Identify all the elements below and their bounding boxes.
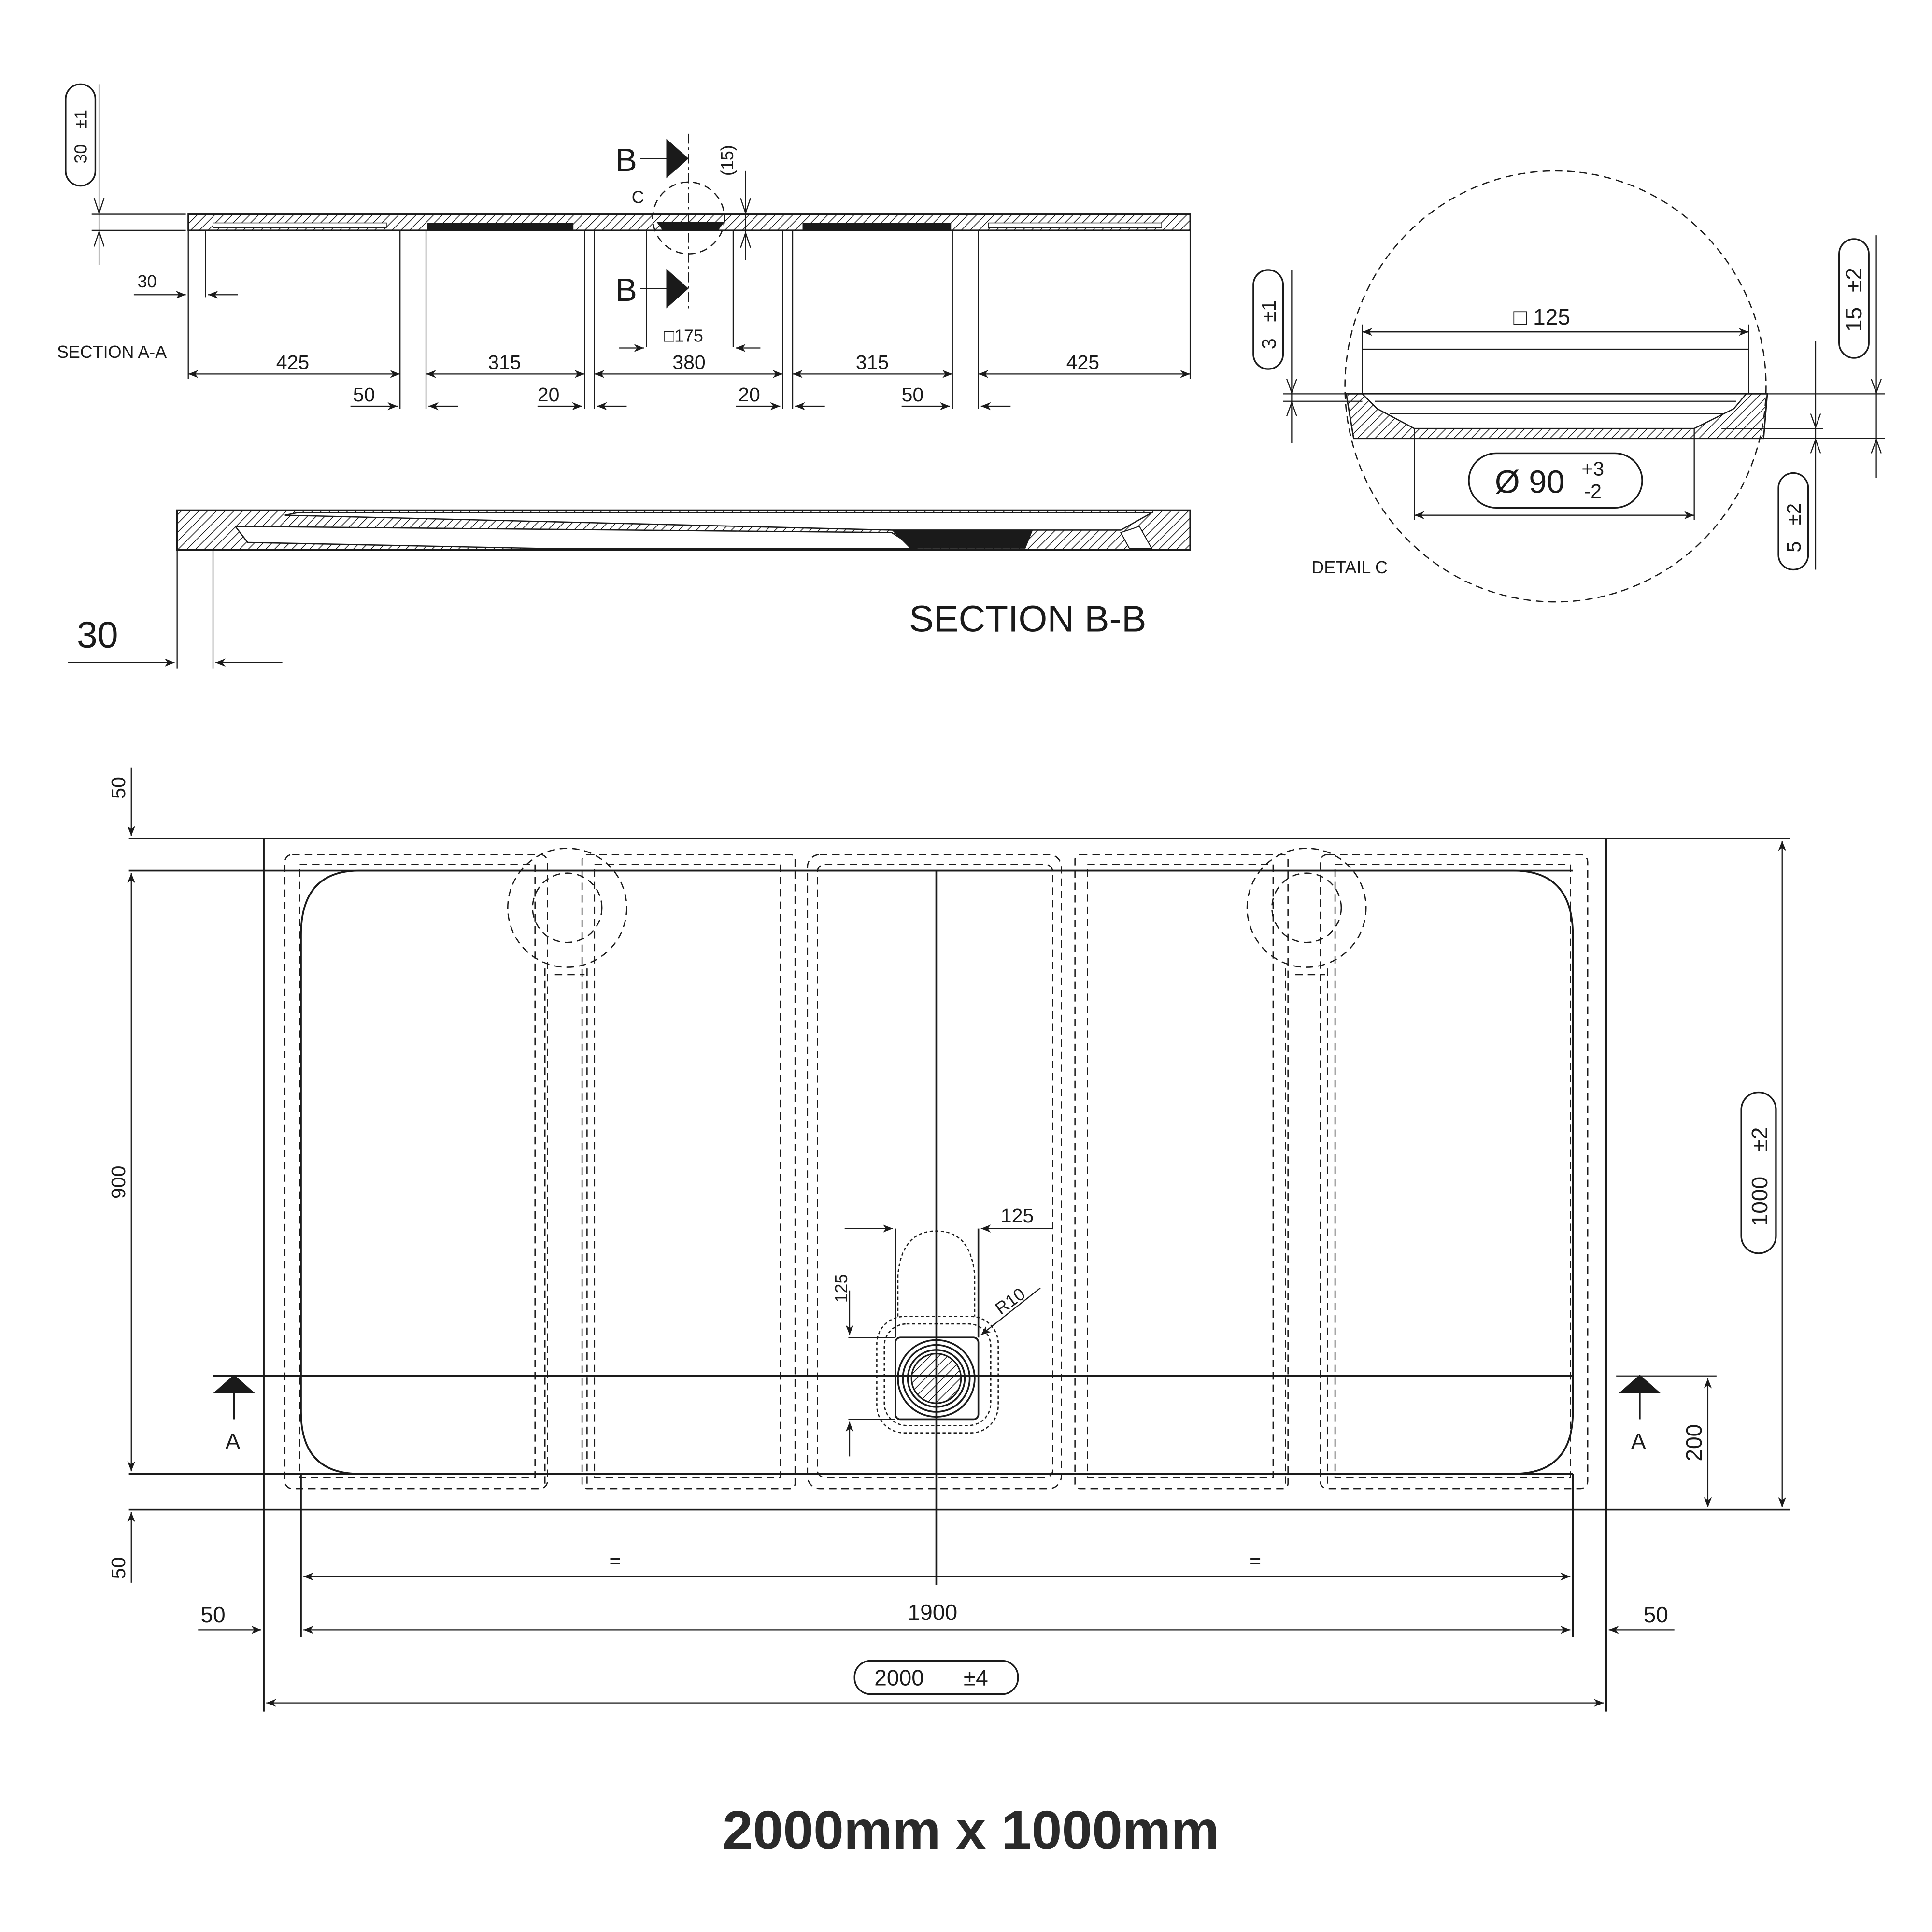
bottom-margin-label: 50: [107, 1557, 129, 1579]
drain-height-label: 125: [832, 1274, 851, 1303]
total-width-tol: ±4: [964, 1665, 988, 1690]
detail-c: □ 125 Ø 90 +3 -2 3 ±1 15 ±2: [1252, 170, 1885, 603]
svg-text:3: 3: [1258, 338, 1280, 349]
detail-c-left-pill: 3 ±1: [1252, 269, 1284, 370]
svg-text:±2: ±2: [1841, 268, 1866, 292]
thickness-value: 30: [71, 144, 90, 164]
dim-315-left: 315: [488, 351, 521, 373]
svg-text:5: 5: [1783, 541, 1805, 553]
tray-outline: [300, 869, 1574, 1475]
left-margin-label: 50: [200, 1602, 225, 1627]
dim-50-right: 50: [902, 384, 924, 406]
svg-text:A: A: [1631, 1429, 1646, 1454]
drawing-title: 2000mm x 1000mm: [723, 1800, 1220, 1861]
edge-offset-label: 30: [138, 272, 157, 291]
section-bb: 30 SECTION B-B: [68, 509, 1191, 669]
dim-380: 380: [672, 351, 705, 373]
dim-315-right: 315: [856, 351, 889, 373]
svg-text:B: B: [615, 272, 637, 308]
support-leg-left: [507, 848, 627, 1486]
diameter-pill: Ø 90 +3 -2: [1468, 452, 1643, 509]
section-a-marker-right: A: [1619, 1375, 1661, 1454]
svg-text:B: B: [615, 142, 637, 178]
drain-radius-label: R10: [992, 1284, 1029, 1319]
svg-text:±1: ±1: [1258, 300, 1280, 322]
dim-20-right: 20: [738, 384, 760, 406]
drain-width-label: 125: [1001, 1205, 1034, 1227]
support-leg-right: [1246, 848, 1367, 1486]
total-height-tol: ±2: [1747, 1127, 1772, 1152]
section-aa: 30 ±1 30 SECTION A-A: [57, 83, 1191, 411]
section-bb-label: SECTION B-B: [909, 598, 1146, 640]
dim-50-left: 50: [353, 384, 375, 406]
detail-c-marker: C: [632, 188, 644, 207]
equal-right: =: [1250, 1550, 1261, 1572]
cut-marker-b-bottom: B: [615, 269, 689, 309]
diameter-tol-plus: +3: [1581, 458, 1604, 480]
section-bb-edge-offset: 30: [77, 614, 118, 656]
drain: [876, 1228, 999, 1434]
section-offset-label: 200: [1681, 1424, 1706, 1462]
thickness-tol: ±1: [71, 110, 90, 129]
detail-c-callout: [652, 181, 725, 255]
detail-c-right-top-pill: 15 ±2: [1838, 238, 1870, 359]
total-width-value: 2000: [874, 1665, 924, 1690]
cut-marker-b-top: B: [615, 139, 689, 179]
detail-c-right-bottom-pill: 5 ±2: [1777, 472, 1809, 571]
svg-text:±2: ±2: [1783, 503, 1805, 525]
section-a-marker-left: A: [213, 1375, 256, 1454]
thickness-pill: 30 ±1: [65, 83, 97, 187]
dim-425-left: 425: [276, 351, 309, 373]
drain-depth-label: (15): [718, 145, 737, 176]
svg-text:A: A: [226, 1429, 241, 1454]
total-width-pill: 2000 ±4: [853, 1660, 1019, 1695]
total-height-pill: 1000 ±2: [1740, 1091, 1777, 1254]
right-margin-label: 50: [1644, 1602, 1668, 1627]
section-aa-label: SECTION A-A: [57, 342, 167, 362]
diameter-value: Ø 90: [1495, 465, 1565, 500]
top-margin-label: 50: [107, 777, 129, 799]
inner-height-label: 900: [107, 1166, 129, 1199]
drain-square-label: □175: [664, 327, 703, 346]
equal-left: =: [610, 1550, 621, 1572]
svg-text:15: 15: [1841, 307, 1866, 332]
dim-20-left: 20: [538, 384, 560, 406]
detail-c-square-label: □ 125: [1513, 304, 1570, 329]
plan-view: 125 125 R10 50 900 50 1000 ±2 200 A: [107, 767, 1790, 1712]
dim-425-right: 425: [1066, 351, 1099, 373]
diameter-tol-minus: -2: [1584, 480, 1601, 502]
detail-c-label: DETAIL C: [1311, 558, 1387, 577]
inner-width-label: 1900: [908, 1600, 957, 1625]
total-height-value: 1000: [1747, 1177, 1772, 1226]
